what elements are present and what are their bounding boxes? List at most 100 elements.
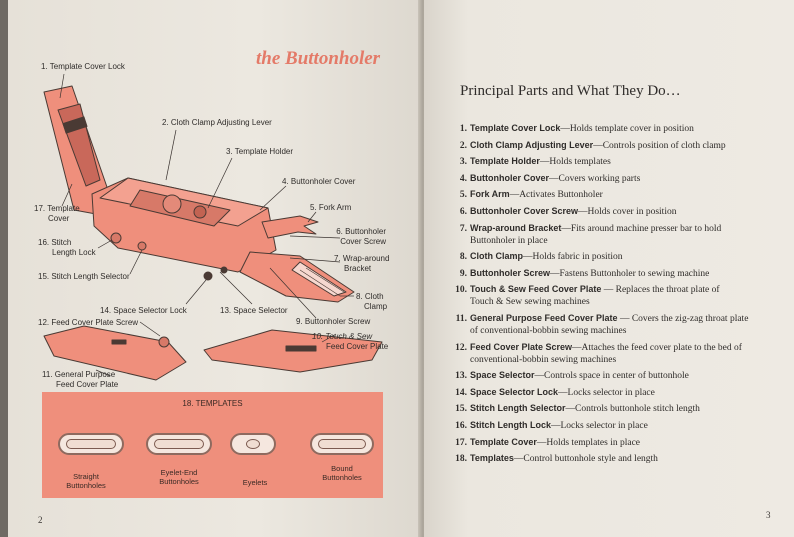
part-description: —Holds fabric in position [523,252,623,263]
part-number: 10. [455,285,467,296]
part-name: Template Holder [470,156,540,167]
part-item: 17.Template Cover—Holds templates in pla… [447,436,789,449]
part-item: 18.Templates—Control buttonhole style an… [447,452,789,465]
part-number: 18. [455,454,467,465]
callout-line: Length Lock [52,247,96,257]
part-description: —Fastens Buttonholer to sewing machine [550,268,710,279]
part-item: 8.Cloth Clamp—Holds fabric in position [447,250,789,263]
template-label-line: Buttonholes [322,473,362,483]
part-number: 12. [455,342,467,353]
principal-parts-title: Principal Parts and What They Do… [460,83,681,99]
part-number: 6. [459,206,467,217]
part-item: 3.Template Holder—Holds templates [447,155,789,168]
templates-title: 18. TEMPLATES [182,399,243,408]
callout-line: Clamp [364,301,388,311]
part-description-continued: Touch & Sew sewing machines [470,297,590,308]
part-item: 4.Buttonholer Cover—Covers working parts [447,172,789,185]
part-description: —Attaches the feed cover plate to the be… [572,342,742,353]
part-item: 9.Buttonholer Screw—Fastens Buttonholer … [447,267,789,280]
buttonholer-diagram [43,73,383,381]
callout-line: Feed Cover Plate [326,341,389,351]
part-name: Templates [470,453,514,464]
part-description: —Holds cover in position [578,206,677,217]
part-name: Wrap-around Bracket [470,222,562,233]
part-description: —Controls buttonhole stitch length [565,404,700,415]
straight-buttonhole-template [58,433,124,455]
callout-line: 11. General Purpose [42,370,116,379]
template-label-line: Bound [331,464,353,473]
part-number: 8. [459,252,467,263]
part-number: 13. [455,371,467,382]
template-label-eyelets: Eyelets [232,478,278,487]
part-name: Stitch Length Selector [470,403,566,414]
template-label-bound: Bound Buttonholes [310,464,374,483]
callout-fork-arm: 5. Fork Arm [310,203,352,212]
callout-buttonholer-cover: 4. Buttonholer Cover [282,177,356,186]
part-name: Touch & Sew Feed Cover Plate [470,284,602,295]
templates-panel: 18. TEMPLATES Straight Buttonholes Eyele… [42,392,383,498]
callout-line: Bracket [344,263,372,273]
part-number: 4. [459,173,467,184]
general-purpose-plate-shape [43,325,187,381]
callout-touch-sew-feed-cover-plate: 10. Touch & Sew Feed Cover Plate [312,332,388,351]
parts-list: 1.Template Cover Lock—Holds template cov… [447,122,789,469]
part-description: —Fits around machine presser bar to hold [561,223,722,234]
part-description: —Locks selector in place [558,387,655,398]
part-description: —Covers working parts [549,173,641,184]
eyelet-template [230,433,276,455]
callout-line: 6. Buttonholer [336,227,386,236]
callout-stitch-length-lock: 16. Stitch Length Lock [38,238,96,257]
callout-line: 7. Wrap-around [334,254,390,263]
part-name: General Purpose Feed Cover Plate [470,312,618,323]
callout-cloth-clamp-adjusting-lever: 2. Cloth Clamp Adjusting Lever [162,118,272,127]
part-item: 7.Wrap-around Bracket—Fits around machin… [447,222,789,247]
part-item: 2.Cloth Clamp Adjusting Lever—Controls p… [447,139,789,152]
part-description: —Locks selector in place [551,420,648,431]
book-gutter [418,0,428,537]
part-name: Buttonholer Cover Screw [470,205,579,216]
part-name: Cloth Clamp [470,251,523,262]
part-description-continued: Buttonholer in place [470,235,548,246]
part-item: 6.Buttonholer Cover Screw—Holds cover in… [447,205,789,218]
template-label-line: Straight [73,472,99,481]
part-description: —Holds templates in place [536,437,641,448]
part-name: Space Selector [470,370,535,381]
callout-cloth-clamp: 8. Cloth Clamp [356,292,387,311]
page-number-left: 2 [38,515,43,525]
callout-feed-cover-plate-screw: 12. Feed Cover Plate Screw [38,318,139,327]
callout-stitch-length-selector: 15. Stitch Length Selector [38,272,130,281]
template-label-eyelet-end: Eyelet-End Buttonholes [146,468,212,487]
callout-line: 17. Template [34,204,80,213]
part-name: Buttonholer Screw [470,267,551,278]
callout-space-selector: 13. Space Selector [220,306,288,315]
callout-template-cover: 17. Template Cover [34,204,80,223]
template-label-line: Buttonholes [66,481,106,491]
callout-buttonholer-screw: 9. Buttonholer Screw [296,317,371,326]
callout-line: Cover Screw [340,236,386,246]
part-item: 13.Space Selector—Controls space in cent… [447,369,789,382]
part-number: 15. [455,404,467,415]
part-number: 16. [455,420,467,431]
part-name: Template Cover [470,436,537,447]
part-item: 16.Stitch Length Lock—Locks selector in … [447,419,789,432]
part-item: 1.Template Cover Lock—Holds template cov… [447,122,789,135]
part-description: —Controls space in center of buttonhole [534,371,689,382]
part-description-continued: conventional-bobbin sewing machines [470,354,617,365]
part-item: 10.Touch & Sew Feed Cover Plate — Replac… [447,283,789,308]
part-number: 3. [459,157,467,168]
part-description: —Activates Buttonholer [509,190,603,201]
part-item: 12.Feed Cover Plate Screw—Attaches the f… [447,341,789,366]
part-number: 5. [459,190,467,201]
page-number-right: 3 [766,510,771,520]
part-number: 7. [459,223,467,234]
fork-arm-shape [261,215,319,239]
part-item: 14.Space Selector Lock—Locks selector in… [447,386,789,399]
callout-space-selector-lock: 14. Space Selector Lock [100,306,187,315]
part-name: Buttonholer Cover [470,172,550,183]
callout-template-holder: 3. Template Holder [226,147,293,156]
template-label-straight: Straight Buttonholes [56,472,116,491]
part-description: —Controls position of cloth clamp [593,140,726,151]
callout-wrap-around-bracket: 7. Wrap-around Bracket [334,254,389,273]
callout-line: 16. Stitch [38,238,72,247]
part-name: Stitch Length Lock [470,419,551,430]
